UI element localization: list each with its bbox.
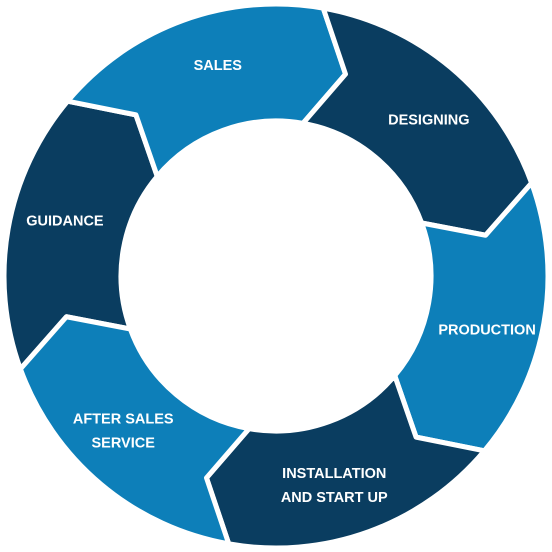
cycle-segment-label: AFTER SALES SERVICE (73, 411, 174, 451)
center-hole (121, 121, 431, 431)
cycle-segment-label-line: AFTER SALES (73, 411, 174, 427)
cycle-segment-label: SALES (194, 58, 243, 74)
cycle-segment-label-line: INSTALLATION (282, 466, 386, 482)
cycle-segment-label-line: DESIGNING (388, 112, 469, 128)
cycle-segment-label: GUIDANCE (26, 213, 104, 229)
cycle-segment-label: DESIGNING (388, 112, 469, 128)
cycle-labels: GUIDANCE SALES DESIGNING PRODUCTION INSTALLA… (26, 58, 536, 506)
cycle-segment-label: INSTALLATION AND START UP (281, 466, 388, 506)
cycle-segment-label-line: GUIDANCE (26, 213, 104, 229)
cycle-segment-label-line: PRODUCTION (438, 322, 535, 338)
cycle-segment-label-line: SERVICE (91, 435, 155, 451)
cycle-segment-label-line: AND START UP (281, 490, 388, 506)
cycle-segment-label: PRODUCTION (438, 322, 535, 338)
cycle-segment-label-line: SALES (194, 58, 243, 74)
